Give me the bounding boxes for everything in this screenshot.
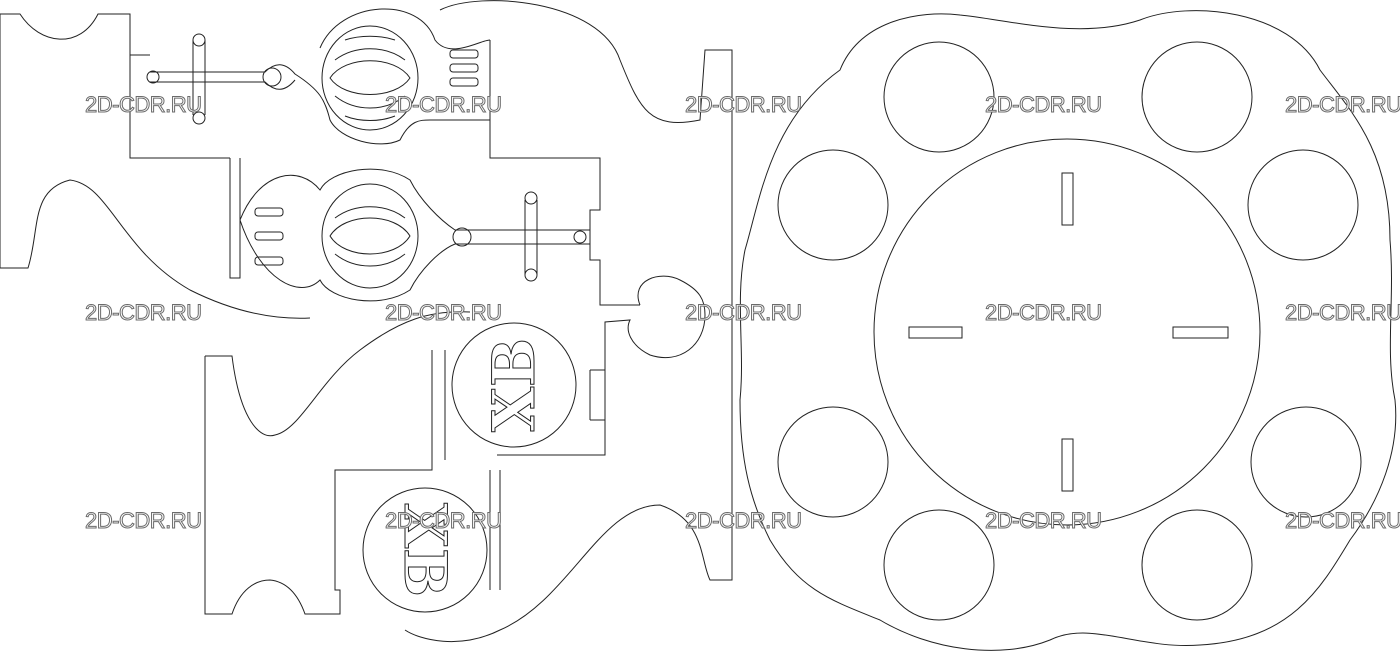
finial-lower <box>229 158 590 302</box>
finial-upper <box>146 8 491 145</box>
watermark: 2D-CDR.RU <box>985 300 1102 325</box>
cup-hole-7 <box>883 509 995 621</box>
watermark: 2D-CDR.RU <box>685 92 802 117</box>
watermark: 2D-CDR.RU <box>1285 508 1400 533</box>
plate-center-circle <box>873 138 1261 526</box>
cup-hole-1 <box>883 41 995 153</box>
slot-right <box>1172 326 1229 339</box>
watermark: 2D-CDR.RU <box>1285 300 1400 325</box>
watermark: 2D-CDR.RU <box>685 508 802 533</box>
watermark: 2D-CDR.RU <box>385 300 502 325</box>
watermark: 2D-CDR.RU <box>985 508 1102 533</box>
base-piece-lower <box>204 311 471 615</box>
watermark: 2D-CDR.RU <box>385 508 502 533</box>
monogram-lower: XB <box>391 503 459 597</box>
watermark: 2D-CDR.RU <box>85 300 202 325</box>
monogram-upper: XB <box>480 338 548 432</box>
base-piece-upper <box>0 13 311 319</box>
cup-hole-5 <box>777 406 889 518</box>
watermark: 2D-CDR.RU <box>385 92 502 117</box>
slot-bottom <box>1061 438 1074 492</box>
monogram-medallion-upper: XB <box>431 322 605 460</box>
cup-hole-6 <box>1250 406 1362 518</box>
cup-hole-2 <box>1141 41 1253 153</box>
watermark: 2D-CDR.RU <box>1285 92 1400 117</box>
watermark-grid: 2D-CDR.RU 2D-CDR.RU 2D-CDR.RU 2D-CDR.RU … <box>85 92 1400 534</box>
scalloped-plate <box>739 10 1397 651</box>
slot-top <box>1061 172 1074 226</box>
swoop-piece-upper <box>404 0 733 642</box>
watermark: 2D-CDR.RU <box>85 508 202 533</box>
watermark: 2D-CDR.RU <box>85 92 202 117</box>
watermark: 2D-CDR.RU <box>685 300 802 325</box>
connector-knob <box>497 275 706 456</box>
cup-hole-3 <box>777 149 889 261</box>
monogram-medallion-lower: XB <box>362 470 501 613</box>
cup-hole-8 <box>1141 509 1253 621</box>
cup-hole-4 <box>1247 149 1359 261</box>
slot-left <box>908 326 963 339</box>
watermark: 2D-CDR.RU <box>985 92 1102 117</box>
